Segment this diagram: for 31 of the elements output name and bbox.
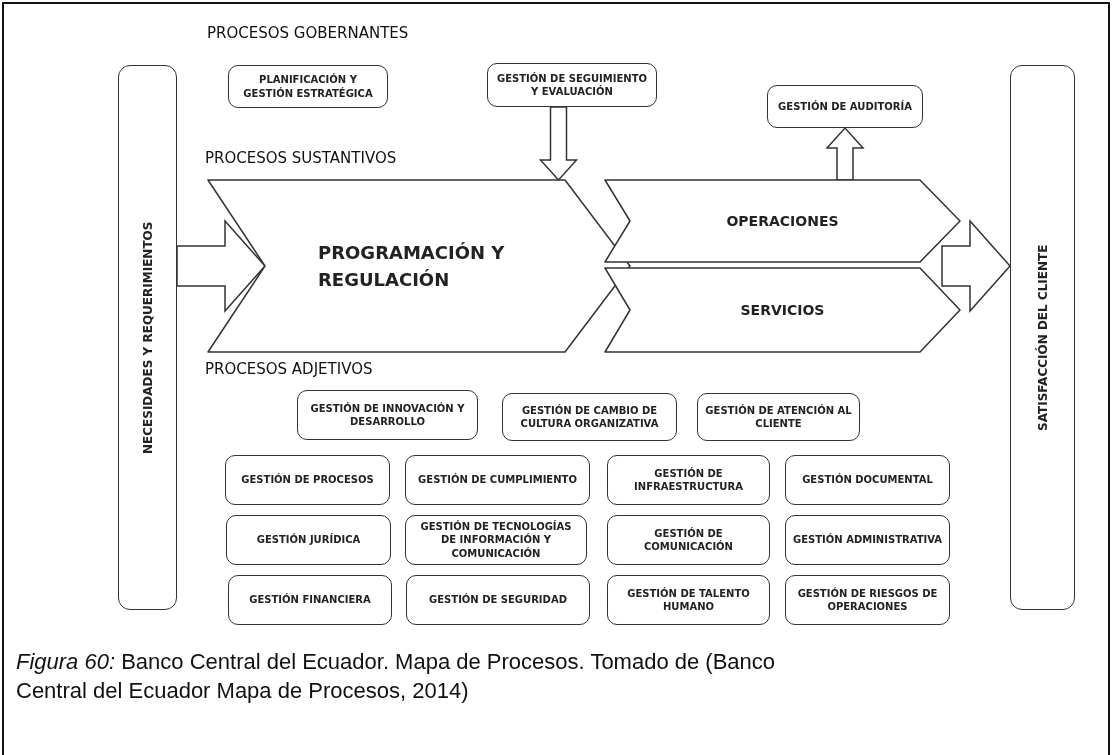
section-heading: PROCESOS SUSTANTIVOS: [205, 149, 397, 167]
section-heading: PROCESOS ADJETIVOS: [205, 360, 373, 378]
process-box: GESTIÓN DE COMUNICACIÓN: [607, 515, 770, 565]
process-box: GESTIÓN DE CAMBIO DE CULTURA ORGANIZATIVA: [502, 393, 677, 441]
process-box: GESTIÓN DE ATENCIÓN AL CLIENTE: [697, 393, 860, 441]
process-box: GESTIÓN DE SEGURIDAD: [406, 575, 590, 625]
process-box: GESTIÓN DE SEGUIMIENTO Y EVALUACIÓN: [487, 63, 657, 107]
process-box: GESTIÓN DE TECNOLOGÍAS DE INFORMACIÓN Y COMUNICACIÓN: [405, 515, 587, 565]
process-box: GESTIÓN DE TALENTO HUMANO: [607, 575, 770, 625]
process-box: GESTIÓN DE CUMPLIMIENTO: [405, 455, 590, 505]
process-box: GESTIÓN DE RIESGOS DE OPERACIONES: [785, 575, 950, 625]
process-box: GESTIÓN JURÍDICA: [226, 515, 391, 565]
process-box: GESTIÓN FINANCIERA: [228, 575, 392, 625]
chevron-shape: PROGRAMACIÓN Y REGULACIÓN: [208, 180, 630, 352]
process-box: PLANIFICACIÓN Y GESTIÓN ESTRATÉGICA: [228, 65, 388, 108]
process-box: GESTIÓN ADMINISTRATIVA: [785, 515, 950, 565]
figure-caption: Figura 60: Banco Central del Ecuador. Mapa de Procesos. Tomado de (Banco Central del Ecuador Mapa de Procesos, 2014): [16, 648, 777, 705]
block-arrow: [176, 219, 266, 313]
vertical-bar: NECESIDADES Y REQUERIMIENTOS: [118, 65, 177, 610]
process-box: GESTIÓN DE INNOVACIÓN Y DESARROLLO: [297, 390, 478, 440]
block-arrow: [941, 219, 1011, 313]
section-heading: PROCESOS GOBERNANTES: [207, 24, 409, 42]
block-arrow: [538, 106, 579, 182]
process-box: GESTIÓN DE AUDITORÍA: [767, 85, 923, 128]
vertical-bar: SATISFACCIÓN DEL CLIENTE: [1010, 65, 1075, 610]
chevron-shape: OPERACIONES: [605, 180, 960, 262]
chevron-shape: SERVICIOS: [605, 268, 960, 352]
process-box: GESTIÓN DE INFRAESTRUCTURA: [607, 455, 770, 505]
process-box: GESTIÓN DOCUMENTAL: [785, 455, 950, 505]
block-arrow: [825, 126, 865, 181]
process-box: GESTIÓN DE PROCESOS: [225, 455, 390, 505]
